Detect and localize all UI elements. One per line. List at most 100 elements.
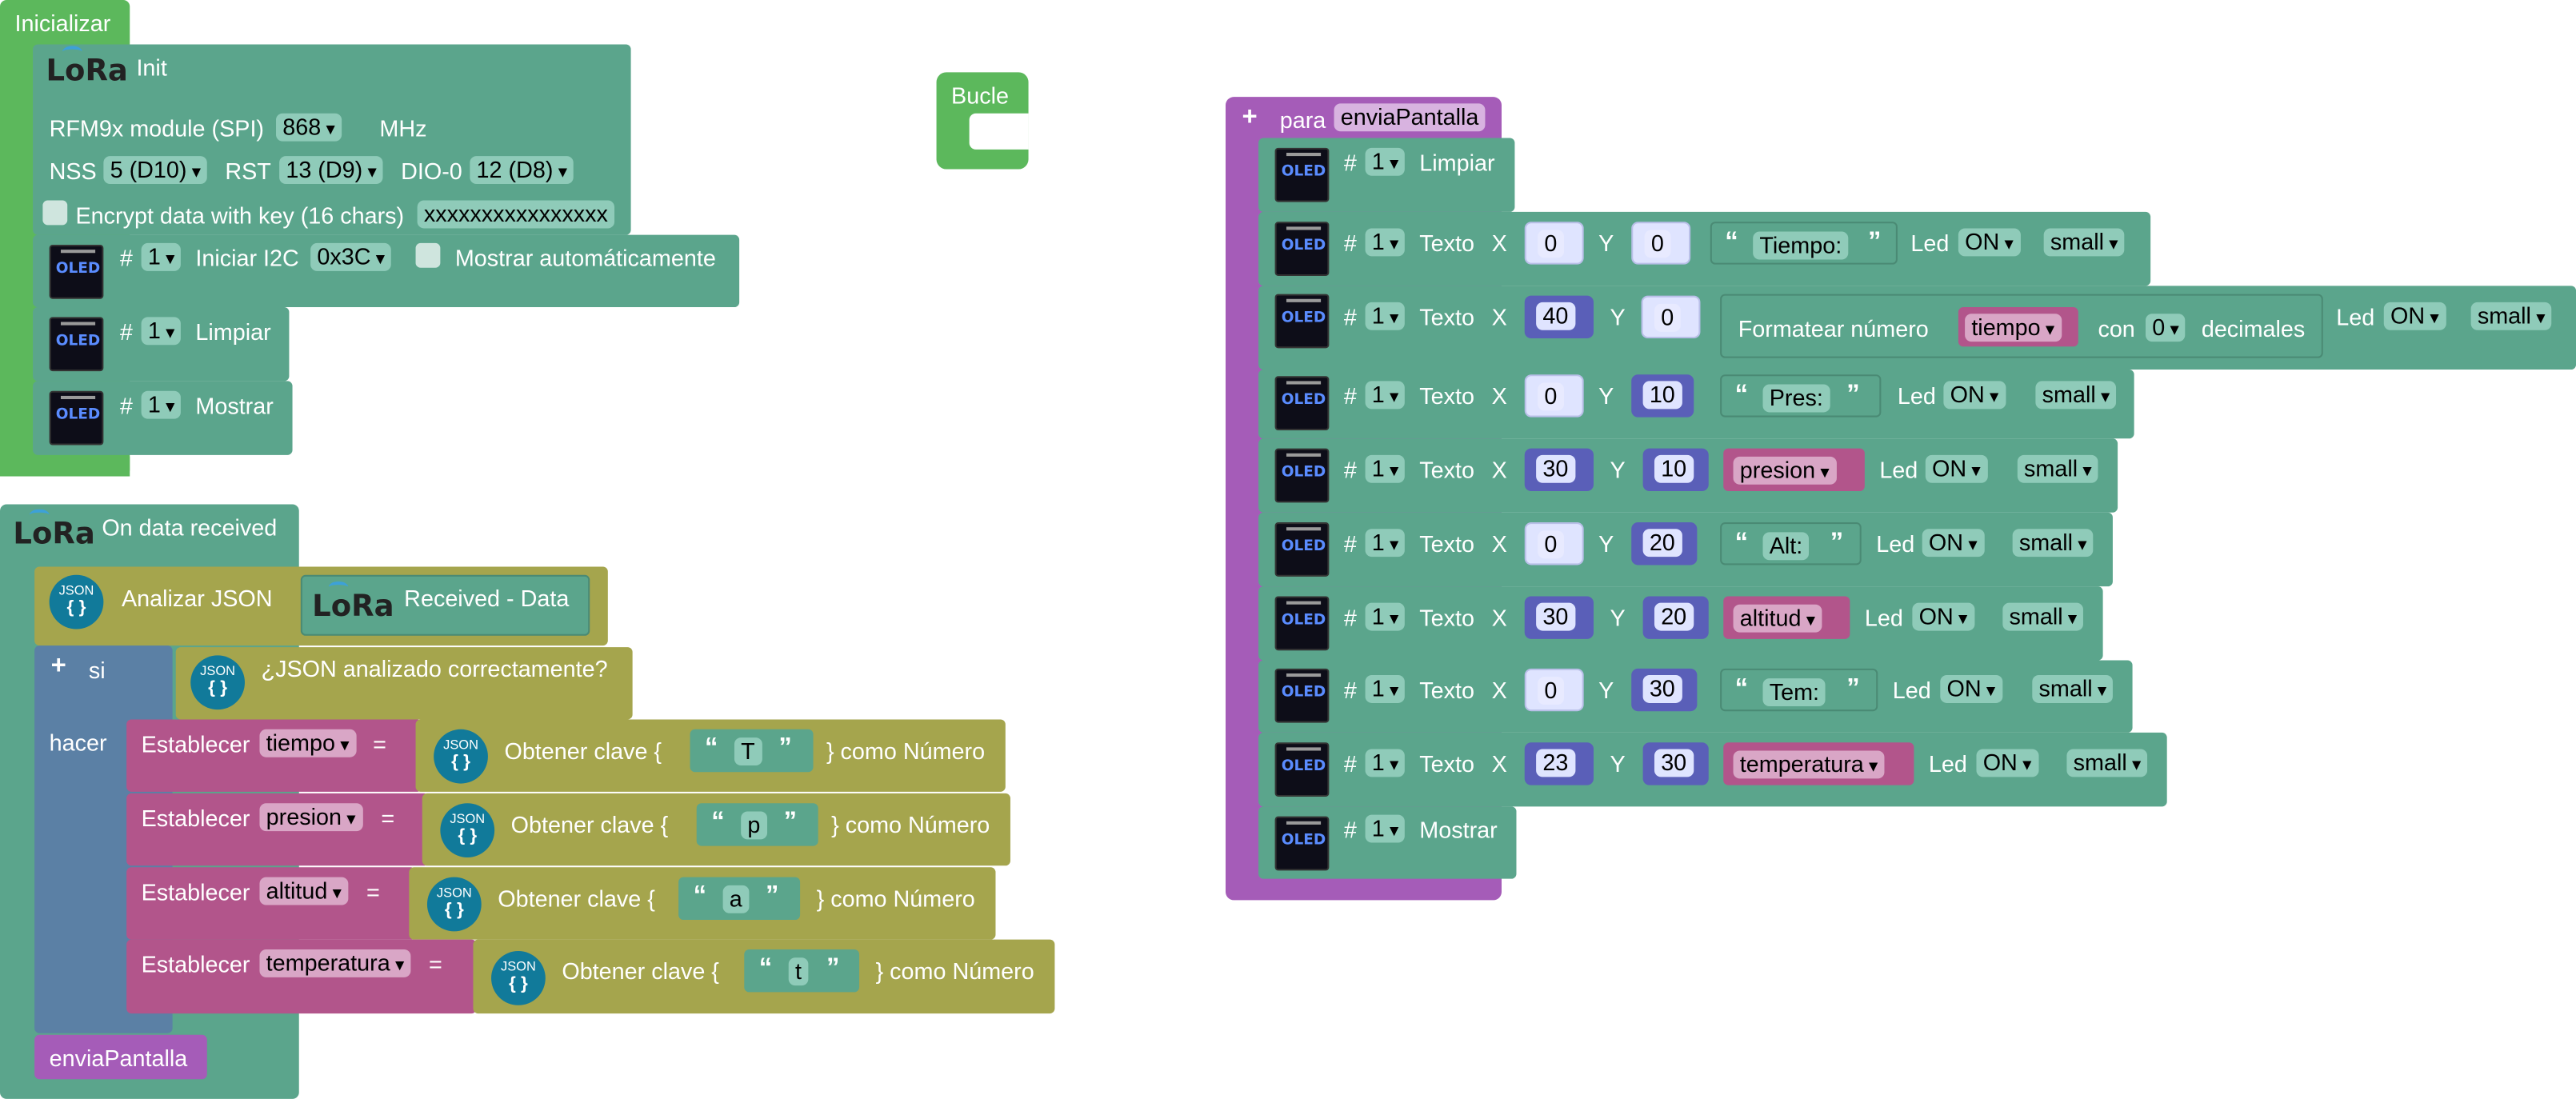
get-key-block[interactable]: JSON{ } Obtener clave { “ a ” } como Núm… — [409, 867, 996, 940]
led-dropdown[interactable]: ON — [1940, 675, 2002, 703]
variable-get-block[interactable]: altitud — [1723, 596, 1850, 639]
display-dropdown[interactable]: 1 — [1365, 749, 1406, 777]
key-field[interactable]: T — [734, 737, 762, 765]
oled-text-block[interactable]: OLED # 1 Texto X 23 Y 30 temperatura Led… — [1258, 732, 2167, 807]
led-dropdown[interactable]: ON — [1912, 602, 1974, 631]
y-value[interactable]: 20 — [1642, 529, 1682, 557]
plus-icon[interactable]: + — [1242, 103, 1258, 132]
get-key-block[interactable]: JSON{ } Obtener clave { “ t ” } como Núm… — [473, 939, 1055, 1014]
encrypt-key-field[interactable]: xxxxxxxxxxxxxxxx — [417, 200, 615, 229]
display-dropdown[interactable]: 1 — [1365, 302, 1406, 330]
number-block[interactable]: 0 — [1524, 374, 1584, 418]
display-dropdown[interactable]: 1 — [1365, 529, 1406, 557]
set-variable-block[interactable]: Establecer tiempo = — [126, 719, 422, 792]
number-block[interactable]: 0 — [1524, 222, 1584, 265]
variable-dropdown[interactable]: temperatura — [1733, 750, 1885, 779]
display-dropdown[interactable]: 1 — [1365, 814, 1406, 843]
number-block[interactable]: 23 — [1524, 742, 1594, 785]
x-value[interactable]: 0 — [1538, 230, 1564, 258]
y-value[interactable]: 0 — [1654, 303, 1681, 332]
plus-icon[interactable]: + — [50, 652, 66, 681]
number-block[interactable]: 10 — [1642, 448, 1709, 492]
y-value[interactable]: 10 — [1654, 454, 1694, 483]
oled-show-block[interactable]: OLED # 1 Mostrar — [33, 381, 293, 455]
i2c-addr-dropdown[interactable]: 0x3C — [310, 242, 392, 271]
set-variable-block[interactable]: Establecer temperatura = — [126, 939, 477, 1014]
display-dropdown[interactable]: 1 — [1365, 381, 1406, 410]
number-block[interactable]: 10 — [1631, 374, 1694, 418]
number-block[interactable]: 30 — [1524, 448, 1594, 492]
x-value[interactable]: 0 — [1538, 382, 1564, 411]
variable-dropdown[interactable]: altitud — [259, 877, 349, 905]
variable-dropdown[interactable]: presion — [259, 803, 362, 832]
led-dropdown[interactable]: ON — [1976, 749, 2038, 777]
text-field[interactable]: Alt: — [1762, 532, 1810, 561]
number-block[interactable]: 30 — [1642, 742, 1709, 785]
y-value[interactable]: 20 — [1654, 602, 1694, 631]
x-value[interactable]: 0 — [1538, 677, 1564, 705]
variable-get-block[interactable]: temperatura — [1723, 742, 1914, 785]
oled-text-block[interactable]: OLED # 1 Texto X 30 Y 20 altitud Led ON … — [1258, 586, 2103, 661]
size-dropdown[interactable]: small — [2017, 454, 2098, 483]
parse-json-block[interactable]: JSON{ } Analizar JSON LoRa Received - Da… — [34, 566, 608, 646]
get-key-block[interactable]: JSON{ } Obtener clave { “ p ” } como Núm… — [422, 793, 1010, 866]
oled-text-block[interactable]: OLED # 1 Texto X 0 Y 10 “ Pres: ” Led ON… — [1258, 370, 2134, 439]
x-value[interactable]: 30 — [1536, 602, 1575, 631]
procedure-name-field[interactable]: enviaPantalla — [1334, 103, 1486, 132]
x-value[interactable]: 40 — [1536, 302, 1575, 330]
size-dropdown[interactable]: small — [2032, 675, 2114, 703]
format-number-block[interactable]: Formatear número tiempo con 0 decimales — [1720, 294, 2323, 358]
text-field[interactable]: Tem: — [1762, 678, 1826, 707]
text-field[interactable]: Pres: — [1762, 384, 1830, 413]
y-value[interactable]: 30 — [1654, 749, 1694, 777]
string-block[interactable]: “ Pres: ” — [1720, 374, 1882, 418]
auto-show-checkbox-icon[interactable] — [415, 242, 441, 268]
led-dropdown[interactable]: ON — [2383, 302, 2446, 330]
x-value[interactable]: 30 — [1536, 454, 1575, 483]
json-parsed-ok-block[interactable]: JSON{ } ¿JSON analizado correctamente? — [175, 647, 633, 720]
number-block[interactable]: 20 — [1642, 596, 1709, 639]
y-value[interactable]: 30 — [1642, 675, 1682, 703]
decimals-field[interactable]: 0 — [2146, 314, 2186, 342]
variable-dropdown[interactable]: presion — [1733, 456, 1836, 485]
string-block[interactable]: “ p ” — [696, 803, 818, 846]
encrypt-checkbox-icon[interactable] — [42, 200, 68, 226]
number-block[interactable]: 0 — [1641, 295, 1701, 339]
call-enviapantalla-block[interactable]: enviaPantalla — [34, 1034, 207, 1080]
y-value[interactable]: 0 — [1644, 230, 1671, 258]
size-dropdown[interactable]: small — [2012, 529, 2094, 557]
led-dropdown[interactable]: ON — [1958, 228, 2021, 257]
oled-text-block[interactable]: OLED # 1 Texto X 0 Y 30 “ Tem: ” Led ON … — [1258, 660, 2133, 733]
string-block[interactable]: “ T ” — [690, 729, 814, 773]
y-value[interactable]: 10 — [1642, 381, 1682, 410]
oled-text-block[interactable]: OLED # 1 Texto X 0 Y 20 “ Alt: ” Led ON … — [1258, 512, 2113, 587]
number-block[interactable]: 0 — [1524, 522, 1584, 565]
variable-dropdown[interactable]: tiempo — [259, 729, 356, 757]
x-value[interactable]: 0 — [1538, 530, 1564, 559]
led-dropdown[interactable]: ON — [1922, 529, 1984, 557]
number-block[interactable]: 30 — [1524, 596, 1594, 639]
string-block[interactable]: “ a ” — [678, 877, 801, 921]
display-dropdown[interactable]: 1 — [1365, 602, 1406, 631]
number-block[interactable]: 20 — [1631, 522, 1698, 565]
i2c-display-dropdown[interactable]: 1 — [141, 242, 182, 271]
clear-display-dropdown[interactable]: 1 — [141, 317, 182, 346]
get-key-block[interactable]: JSON{ } Obtener clave { “ T ” } como Núm… — [415, 719, 1006, 792]
dio-dropdown[interactable]: 12 (D8) — [470, 156, 574, 185]
size-dropdown[interactable]: small — [2002, 602, 2084, 631]
number-block[interactable]: 40 — [1524, 295, 1594, 339]
size-dropdown[interactable]: small — [2066, 749, 2148, 777]
lora-init-block[interactable]: LoRa Init RFM9x module (SPI) 868 MHz NSS… — [33, 44, 631, 235]
led-dropdown[interactable]: ON — [1925, 454, 1987, 483]
variable-get-block[interactable]: presion — [1723, 448, 1865, 492]
number-block[interactable]: 30 — [1631, 668, 1698, 712]
x-value[interactable]: 23 — [1536, 749, 1575, 777]
display-dropdown[interactable]: 1 — [1365, 454, 1406, 483]
loop-block[interactable]: Bucle — [936, 72, 1029, 170]
variable-dropdown[interactable]: tiempo — [1965, 314, 2062, 342]
oled-text-block[interactable]: OLED # 1 Texto X 0 Y 0 “ Tiempo: ” Led O… — [1258, 211, 2151, 286]
show-display-dropdown[interactable]: 1 — [141, 390, 182, 419]
display-dropdown[interactable]: 1 — [1365, 228, 1406, 257]
variable-dropdown[interactable]: temperatura — [259, 949, 411, 977]
